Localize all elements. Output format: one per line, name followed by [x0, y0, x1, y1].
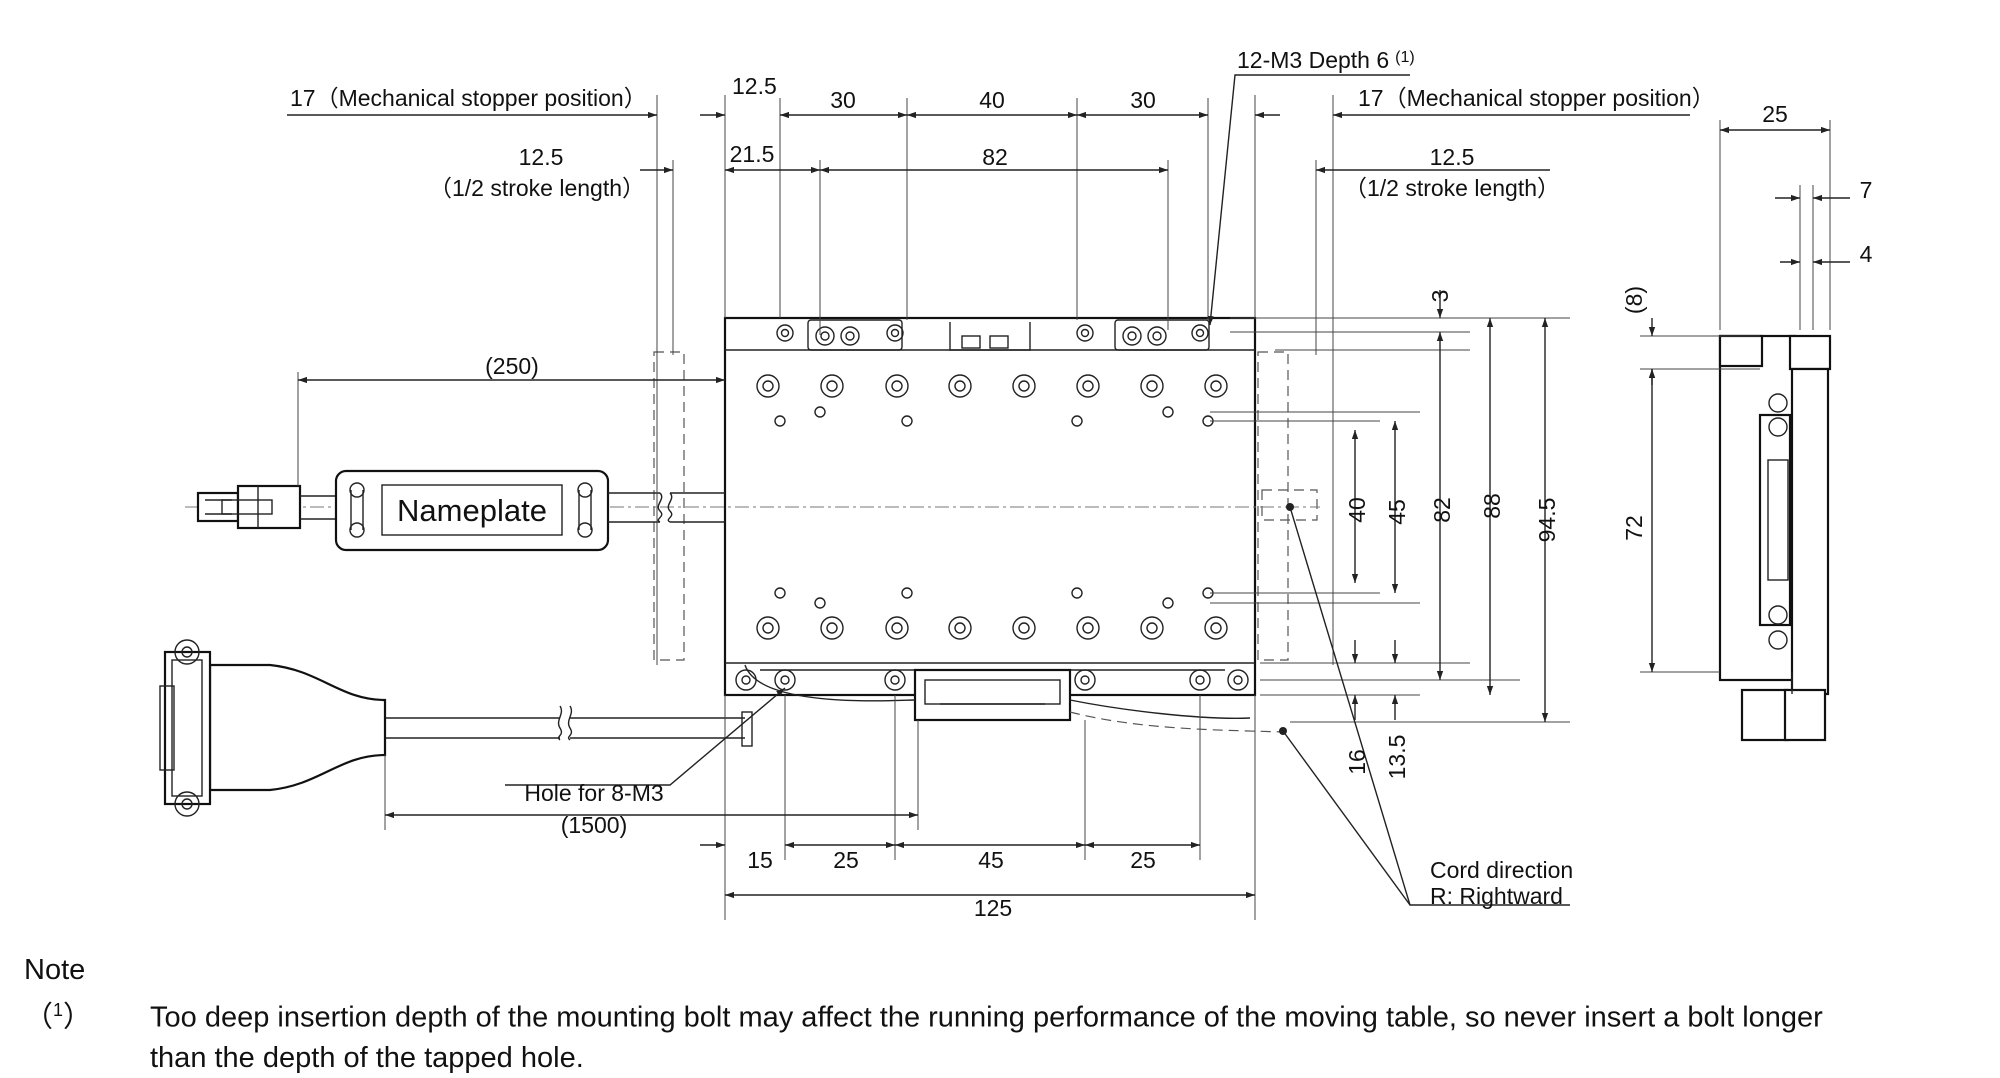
tapped-hole-callout: 12-M3 Depth 6 (1)	[1237, 47, 1415, 73]
dim-45-bottom: 45	[978, 847, 1004, 873]
dim-125-bottom: 125	[974, 895, 1012, 921]
side-dim-25: 25	[1762, 101, 1788, 127]
cable-length-1500: (1500)	[561, 812, 627, 838]
stopper-right-label: 17（Mechanical stopper position）	[1358, 85, 1715, 111]
footnote-text-2: than the depth of the tapped hole.	[150, 1041, 584, 1074]
side-dim-4: 4	[1860, 241, 1873, 267]
dim-13-5-right: 13.5	[1384, 735, 1410, 780]
dim-30-right: 30	[1130, 87, 1156, 113]
footnote-tag: Note（1）	[24, 950, 150, 1038]
stage-top-view	[185, 316, 1320, 735]
nameplate-tag	[334, 469, 610, 552]
tapped-hole-footnote-mark: (1)	[1395, 49, 1415, 66]
half-stroke-right-label: （1/2 stroke length）	[1344, 175, 1560, 201]
dim-82-right: 82	[1429, 497, 1455, 523]
half-stroke-right-value: 12.5	[1430, 144, 1475, 170]
cord-direction-line2: R: Rightward	[1430, 883, 1563, 909]
dimension-labels: 17（Mechanical stopper position） 12.5 30 …	[290, 47, 1873, 921]
cable-connector-housing	[913, 668, 1072, 722]
footnote-line1: Note（1）Too deep insertion depth of the m…	[24, 950, 1984, 1038]
footnote: Note（1）Too deep insertion depth of the m…	[24, 950, 1984, 1078]
d-sub-connector	[208, 663, 387, 792]
half-stroke-left-value: 12.5	[519, 144, 564, 170]
side-dim-72: 72	[1621, 515, 1647, 541]
footnote-prefix: Note（	[24, 954, 86, 1034]
dim-25-bottom-left: 25	[833, 847, 859, 873]
dim-40-right: 40	[1344, 497, 1370, 523]
dim-45-right: 45	[1384, 499, 1410, 525]
footnote-close: ）	[63, 1001, 93, 1034]
cable-length-250: (250)	[485, 353, 539, 379]
cable-assembly	[159, 469, 753, 817]
dim-40-top: 40	[979, 87, 1005, 113]
technical-drawing: 17（Mechanical stopper position） 12.5 30 …	[159, 47, 1873, 921]
tapped-hole-callout-text: 12-M3 Depth 6	[1237, 47, 1389, 73]
dim-12-5-top: 12.5	[732, 73, 777, 99]
dim-15-bottom: 15	[747, 847, 773, 873]
dim-25-bottom-right: 25	[1130, 847, 1156, 873]
half-stroke-left-label: （1/2 stroke length）	[429, 175, 645, 201]
dim-88-right: 88	[1479, 493, 1505, 519]
dim-82-top: 82	[982, 144, 1008, 170]
footnote-text-1: Too deep insertion depth of the mounting…	[150, 1001, 1823, 1034]
dim-3-right: 3	[1427, 290, 1453, 303]
hole-8-m3-label: Hole for 8-M3	[524, 780, 663, 806]
nameplate-label: Nameplate	[397, 493, 547, 528]
footnote-number: 1	[53, 1000, 64, 1020]
dim-21-5: 21.5	[730, 141, 775, 167]
cord-direction-line1: Cord direction	[1430, 857, 1573, 883]
side-dim-8: (8)	[1621, 286, 1647, 314]
dim-94-5-right: 94.5	[1534, 498, 1560, 543]
dimension-lines	[287, 74, 1850, 906]
mounting-holes-upper	[756, 374, 1228, 427]
dim-16-right: 16	[1344, 749, 1370, 775]
dim-30-left: 30	[830, 87, 856, 113]
mounting-holes-lower	[756, 587, 1228, 640]
side-dim-7: 7	[1860, 177, 1873, 203]
stopper-left-label: 17（Mechanical stopper position）	[290, 85, 647, 111]
modular-plug	[196, 491, 240, 523]
stage-side-view	[1718, 334, 1832, 742]
